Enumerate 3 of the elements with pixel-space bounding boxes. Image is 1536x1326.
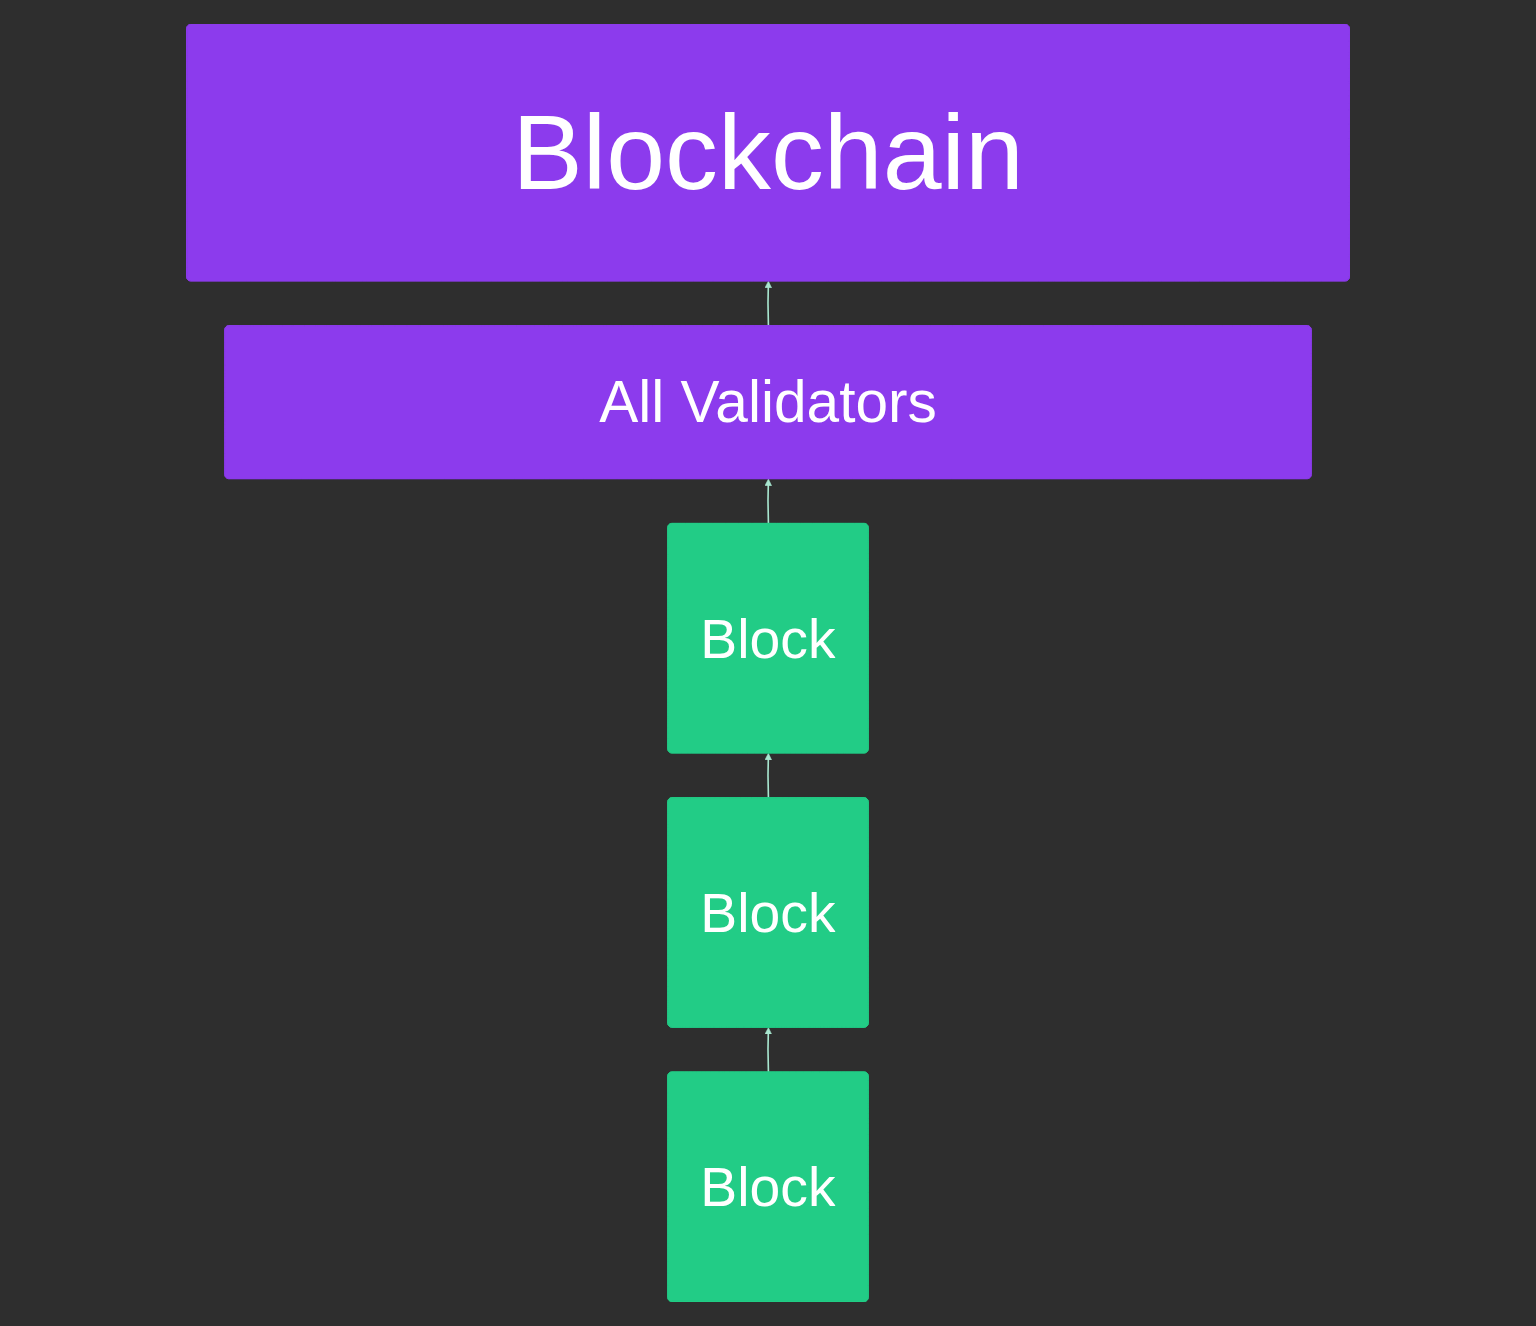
- arrow: [764, 753, 772, 799]
- arrow: [764, 280, 772, 327]
- arrow: [764, 478, 772, 525]
